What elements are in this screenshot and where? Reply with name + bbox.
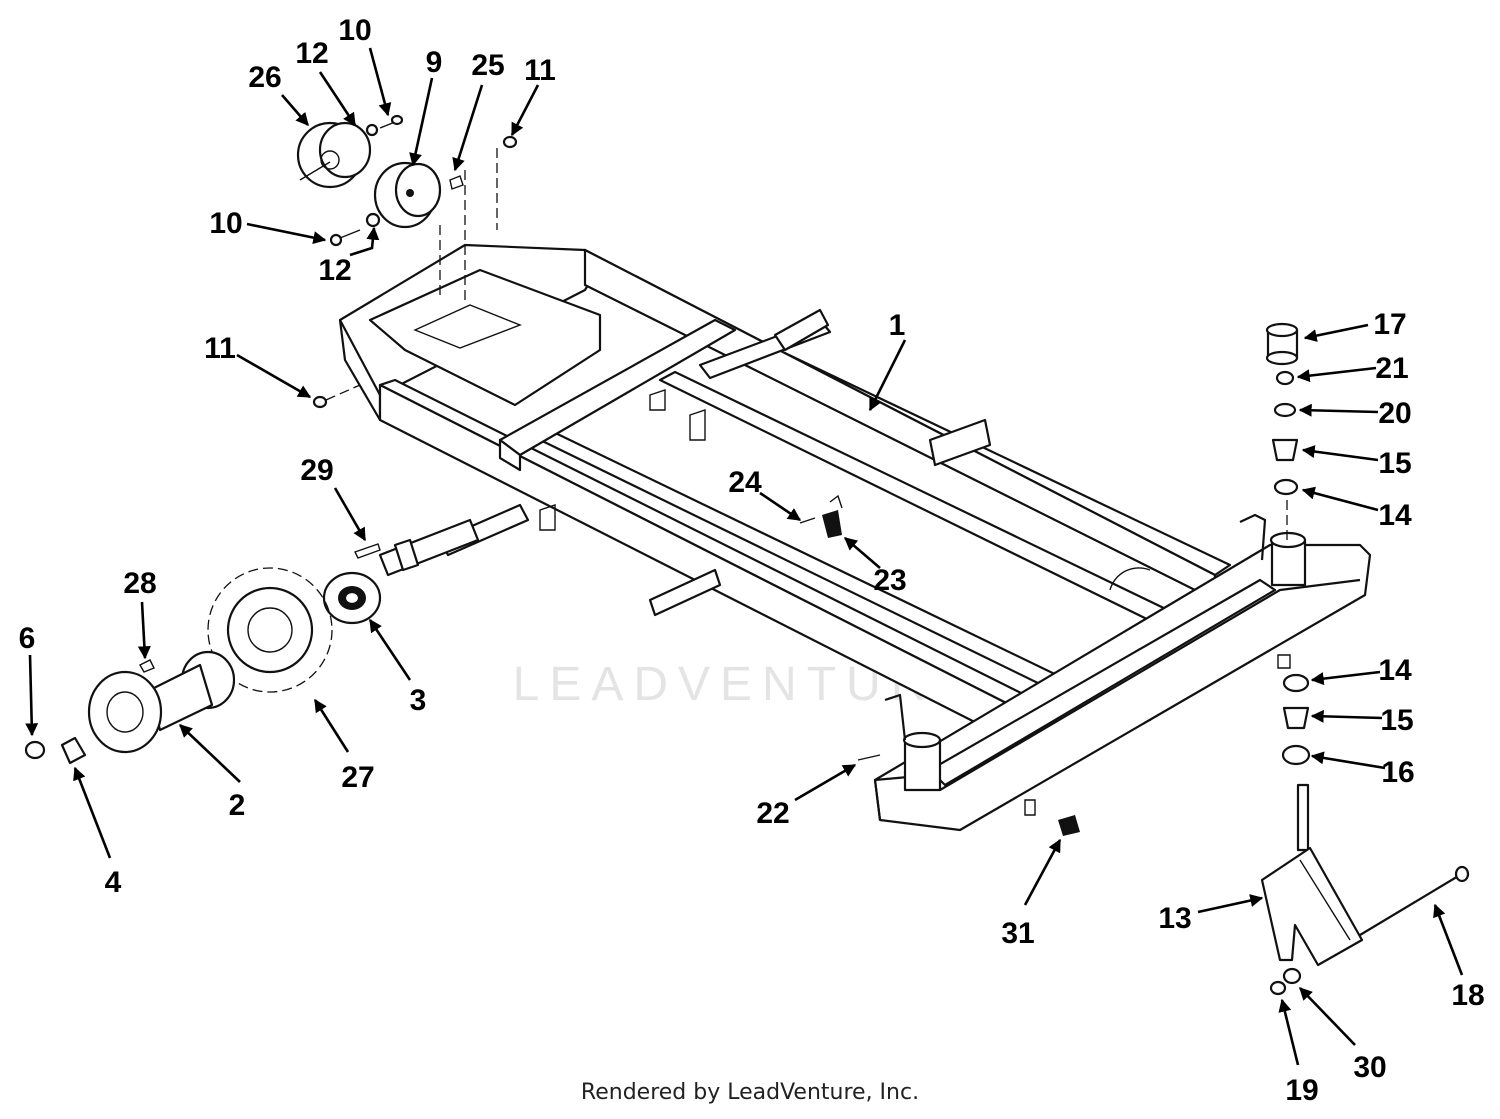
arrow-11-top xyxy=(510,84,540,137)
callout-10-top: 10 xyxy=(338,14,371,47)
arrow-12-left xyxy=(349,226,380,257)
arrow-2 xyxy=(179,724,241,783)
callout-3: 3 xyxy=(410,684,427,717)
arrow-30 xyxy=(1299,987,1356,1046)
arrow-13 xyxy=(1197,894,1264,914)
arrow-17 xyxy=(1303,323,1369,343)
callout-labels: 1 2 3 4 6 9 10 10 11 11 12 12 13 14 14 1… xyxy=(19,14,1485,1107)
callout-10-left: 10 xyxy=(209,207,242,240)
arrow-10-top xyxy=(368,47,392,117)
arrow-18 xyxy=(1433,903,1464,976)
callout-22: 22 xyxy=(756,797,789,830)
callout-1: 1 xyxy=(889,309,906,342)
arrow-27 xyxy=(313,698,350,753)
callout-28: 28 xyxy=(123,567,156,600)
callout-12-top: 12 xyxy=(295,37,328,70)
arrow-26 xyxy=(281,94,309,126)
callout-18: 18 xyxy=(1451,979,1484,1012)
callout-4: 4 xyxy=(105,866,122,899)
arrow-14-bottom xyxy=(1310,670,1381,686)
callout-31: 31 xyxy=(1001,917,1034,950)
arrow-22 xyxy=(794,763,857,802)
callout-19: 19 xyxy=(1285,1074,1318,1107)
callout-26: 26 xyxy=(248,61,281,94)
callout-2: 2 xyxy=(229,789,246,822)
arrow-23 xyxy=(844,537,881,569)
arrow-19 xyxy=(1278,998,1300,1066)
arrow-12-top xyxy=(318,71,357,127)
callout-11-left: 11 xyxy=(204,332,236,365)
callout-13: 13 xyxy=(1158,902,1191,935)
arrow-29 xyxy=(333,487,367,542)
frame-assembly xyxy=(338,243,1372,832)
arrow-14-top xyxy=(1301,486,1379,512)
callout-29: 29 xyxy=(300,454,333,487)
callout-25: 25 xyxy=(471,49,504,82)
arrow-20 xyxy=(1298,403,1379,417)
callout-15-top: 15 xyxy=(1378,447,1411,480)
callout-14-bottom: 14 xyxy=(1378,654,1412,687)
arrow-10-left xyxy=(246,222,327,245)
callout-arrows xyxy=(25,47,1464,1066)
arrow-9 xyxy=(409,77,434,167)
arrow-24 xyxy=(759,491,802,522)
pulley-parts xyxy=(296,114,518,409)
callout-20: 20 xyxy=(1378,397,1411,430)
arrow-25 xyxy=(452,84,484,172)
arrow-11-left xyxy=(236,353,312,399)
callout-16: 16 xyxy=(1381,756,1414,789)
footer-credit: Rendered by LeadVenture, Inc. xyxy=(580,1080,920,1105)
callout-23: 23 xyxy=(873,564,906,597)
callout-24: 24 xyxy=(728,466,762,499)
callout-12-left: 12 xyxy=(318,254,351,287)
callout-15-bottom: 15 xyxy=(1380,704,1413,737)
rear-axle-parts xyxy=(24,518,480,765)
arrow-15-top xyxy=(1301,445,1379,462)
callout-21: 21 xyxy=(1375,352,1408,385)
arrow-15-bottom xyxy=(1310,709,1383,723)
callout-9: 9 xyxy=(426,46,443,79)
front-spindle-parts xyxy=(799,322,1470,996)
callout-17: 17 xyxy=(1373,308,1406,341)
callout-11-top: 11 xyxy=(524,54,556,87)
arrow-6 xyxy=(25,654,39,737)
callout-27: 27 xyxy=(341,761,374,794)
callout-14-top: 14 xyxy=(1378,499,1412,532)
callout-6: 6 xyxy=(19,622,36,655)
arrow-1 xyxy=(868,339,907,412)
arrow-21 xyxy=(1296,366,1377,383)
arrow-4 xyxy=(73,766,112,859)
arrow-28 xyxy=(137,601,151,660)
arrow-16 xyxy=(1310,751,1386,770)
arrow-31 xyxy=(1023,838,1062,906)
callout-30: 30 xyxy=(1353,1051,1386,1084)
arrow-3 xyxy=(368,618,412,681)
